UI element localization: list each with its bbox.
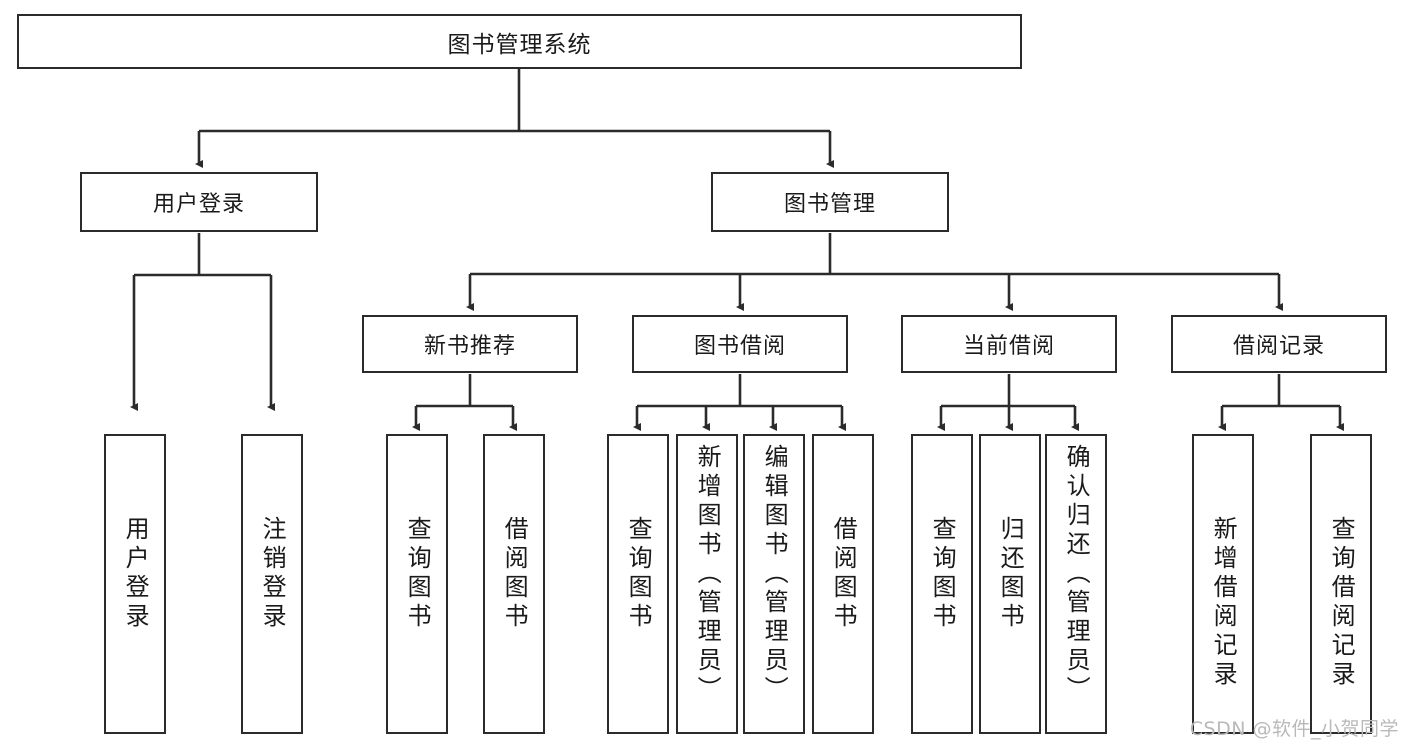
leaf-borrow-book-recommend[interactable]: 借阅图书 [483, 434, 545, 734]
leaf-query-book-recommend[interactable]: 查询图书 [386, 434, 448, 734]
leaf-query-borrow-record-label: 查询借阅记录 [1327, 516, 1356, 690]
leaf-add-borrow-record[interactable]: 新增借阅记录 [1192, 434, 1254, 734]
leaf-query-book-current[interactable]: 查询图书 [911, 434, 973, 734]
node-root[interactable]: 图书管理系统 [17, 14, 1022, 69]
leaf-edit-book-admin[interactable]: 编辑图书（管理员） [743, 434, 805, 734]
node-root-label: 图书管理系统 [447, 31, 592, 58]
leaf-return-book[interactable]: 归还图书 [979, 434, 1041, 734]
node-book-management-label: 图书管理 [783, 192, 876, 217]
leaf-add-book-admin[interactable]: 新增图书（管理员） [676, 434, 738, 734]
leaf-add-borrow-record-label: 新增借阅记录 [1209, 516, 1238, 690]
leaf-user-login[interactable]: 用户登录 [104, 434, 166, 734]
leaf-borrow-book-label: 借阅图书 [829, 516, 858, 632]
leaf-edit-book-admin-label: 编辑图书（管理员） [760, 444, 789, 705]
leaf-query-book-current-label: 查询图书 [928, 516, 957, 632]
leaf-user-login-label: 用户登录 [121, 516, 150, 632]
leaf-return-book-label: 归还图书 [996, 516, 1025, 632]
node-current-borrow[interactable]: 当前借阅 [901, 315, 1117, 373]
node-current-borrow-label: 当前借阅 [962, 334, 1055, 359]
leaf-borrow-book[interactable]: 借阅图书 [812, 434, 874, 734]
node-new-book-recommend[interactable]: 新书推荐 [362, 315, 578, 373]
leaf-query-book-borrow-label: 查询图书 [624, 516, 653, 632]
csdn-watermark: CSDN @软件_小贺同学 [1189, 718, 1399, 740]
node-book-borrow[interactable]: 图书借阅 [632, 315, 848, 373]
node-borrow-record-label: 借阅记录 [1232, 334, 1325, 359]
leaf-query-book-recommend-label: 查询图书 [403, 516, 432, 632]
leaf-logout[interactable]: 注销登录 [241, 434, 303, 734]
leaf-borrow-book-recommend-label: 借阅图书 [500, 516, 529, 632]
leaf-logout-label: 注销登录 [258, 516, 287, 632]
leaf-add-book-admin-label: 新增图书（管理员） [693, 444, 722, 705]
leaf-confirm-return-admin[interactable]: 确认归还（管理员） [1045, 434, 1107, 734]
node-user-login-label: 用户登录 [152, 192, 245, 217]
node-new-book-recommend-label: 新书推荐 [423, 334, 516, 359]
node-borrow-record[interactable]: 借阅记录 [1171, 315, 1387, 373]
leaf-query-borrow-record[interactable]: 查询借阅记录 [1310, 434, 1372, 734]
node-book-management[interactable]: 图书管理 [711, 172, 949, 232]
leaf-confirm-return-admin-label: 确认归还（管理员） [1062, 444, 1091, 705]
node-book-borrow-label: 图书借阅 [693, 334, 786, 359]
leaf-query-book-borrow[interactable]: 查询图书 [607, 434, 669, 734]
node-user-login[interactable]: 用户登录 [80, 172, 318, 232]
